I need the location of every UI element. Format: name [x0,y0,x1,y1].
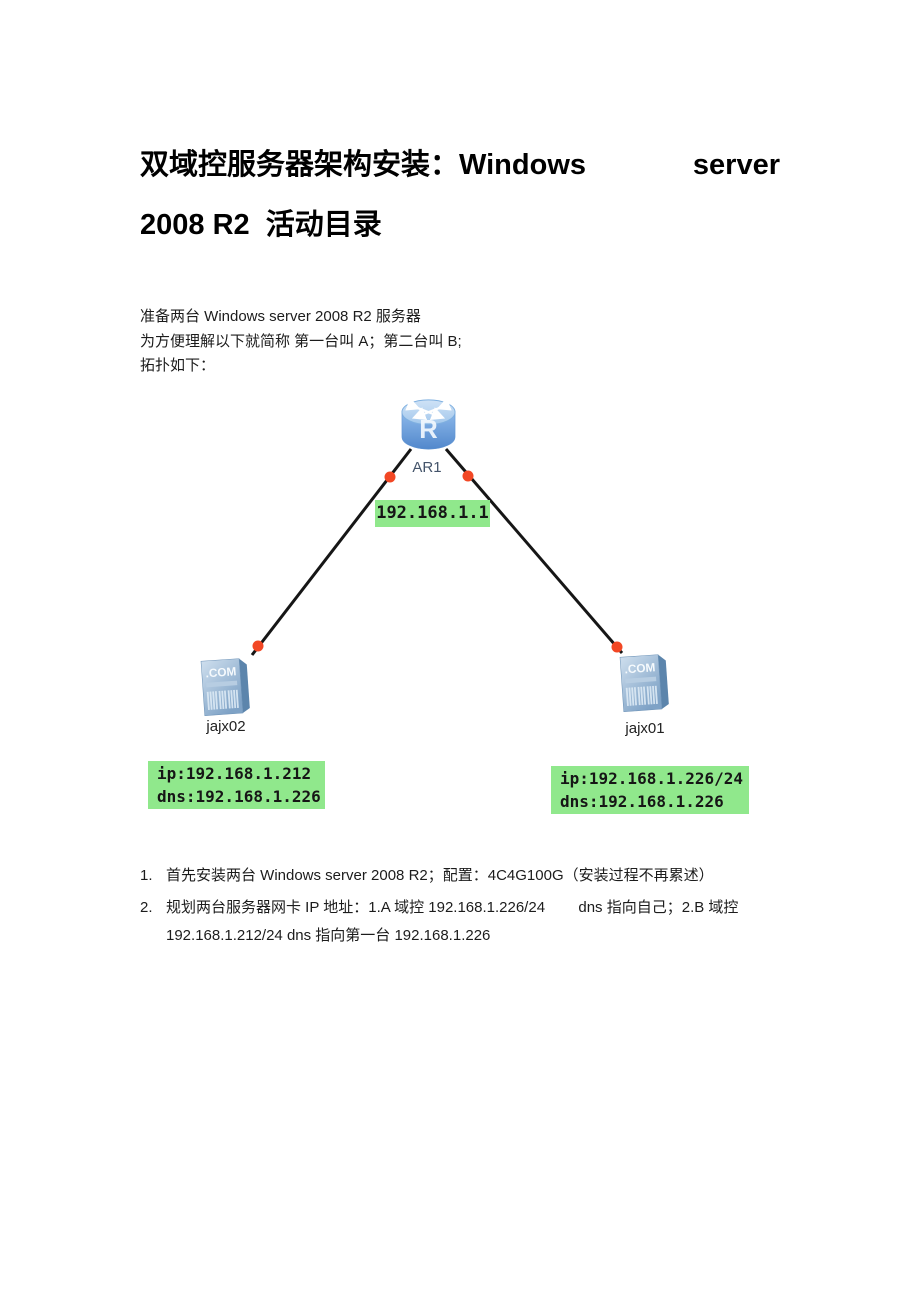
step-text: 首先安装两台 Windows server 2008 R2；配置：4C4G100… [166,866,714,884]
topology-diagram: R AR1 192.168.1.1 .COM [0,389,920,834]
server-node-jajx01[interactable]: .COM [616,650,673,714]
router-letter: R [419,415,437,443]
step-item-2: 2. 规划两台服务器网卡 IP 地址：1.A 域控 192.168.1.226/… [140,894,780,950]
step-number: 2. [140,898,153,916]
server-icon-jajx01: .COM [619,653,669,712]
intro-line-3: 拓扑如下： [140,357,216,374]
server-label-jajx01: jajx01 [625,719,665,737]
title-part-server: server [692,149,780,181]
step-text: 规划两台服务器网卡 IP 地址：1.A 域控 192.168.1.226/24 … [166,898,739,944]
server-ip-badge-jajx02: ip:192.168.1.212 dns:192.168.1.226 [148,760,325,809]
server-icon-text: .COM [205,664,237,680]
server-icon-jajx02: .COM [200,657,250,716]
intro-paragraph: 准备两台 Windows server 2008 R2 服务器 为方便理解以下就… [140,305,780,379]
server-node-jajx02[interactable]: .COM [197,654,254,718]
server-label-jajx02: jajx02 [206,717,246,735]
port-dot-router-right [462,470,474,481]
router-node[interactable]: R [400,397,457,452]
router-arrows-glyph [405,397,452,420]
server-icon-text: .COM [624,660,656,676]
server-grille [206,689,239,710]
port-dot-router-left [384,471,396,482]
topology-links-layer [250,447,624,656]
link-router-jajx02 [250,447,413,656]
title-part-cjk: 双域控服务器架构安装：Windows [140,149,587,181]
title-line-2: 2008 R2 活动目录 [140,209,382,241]
port-dot-jajx02 [252,640,264,651]
step-item-1: 1. 首先安装两台 Windows server 2008 R2；配置：4C4G… [140,862,780,890]
page-title: 双域控服务器架构安装：Windows server 2008 R2 活动目录 [140,135,780,255]
router-icon: R [401,397,456,449]
intro-line-1: 准备两台 Windows server 2008 R2 服务器 [140,308,421,325]
title-line-1: 双域控服务器架构安装：Windows server [140,135,780,195]
server-grille [625,685,658,706]
intro-line-2: 为方便理解以下就简称 第一台叫 A；第二台叫 B; [140,332,462,350]
router-label: AR1 [412,458,442,476]
server-ip-badge-jajx01: ip:192.168.1.226/24 dns:192.168.1.226 [551,765,749,814]
link-router-jajx01 [444,447,624,654]
steps-list: 1. 首先安装两台 Windows server 2008 R2；配置：4C4G… [140,862,780,950]
step-number: 1. [140,866,153,884]
port-dot-jajx01 [611,641,623,652]
router-ip-badge: 192.168.1.1 [375,499,490,527]
